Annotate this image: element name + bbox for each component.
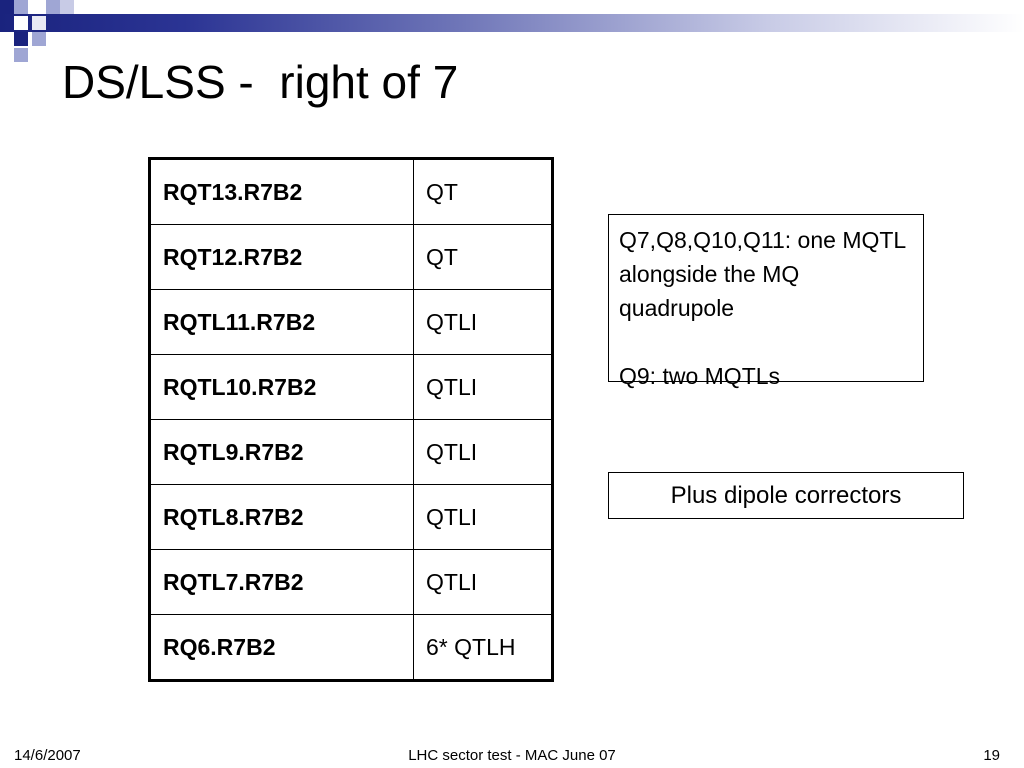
header-square	[14, 0, 28, 14]
table-row: RQT12.R7B2 QT	[149, 224, 553, 290]
header-square	[14, 48, 28, 62]
magnet-table: RQT13.R7B2 QT RQT12.R7B2 QT RQTL11.R7B2 …	[148, 157, 554, 682]
table-row: RQT13.R7B2 QT	[149, 158, 553, 225]
table-row: RQTL11.R7B2 QTLI	[149, 289, 553, 355]
table-row: RQTL8.R7B2 QTLI	[149, 484, 553, 550]
magnet-name: RQTL7.R7B2	[149, 549, 414, 615]
magnet-type: QTLI	[413, 419, 553, 485]
header-square	[0, 0, 14, 14]
slide-title: DS/LSS - right of 7	[62, 56, 459, 108]
table-row: RQTL9.R7B2 QTLI	[149, 419, 553, 485]
slide-number: 19	[983, 747, 1000, 764]
header-gradient-bar	[0, 14, 1024, 32]
note-line: Q9: two MQTLs	[619, 363, 781, 389]
header-square	[32, 32, 46, 46]
magnet-name: RQTL9.R7B2	[149, 419, 414, 485]
magnet-type: QT	[413, 224, 553, 290]
note-line: Q7,Q8,Q10,Q11: one MQTL alongside the MQ…	[619, 227, 906, 321]
magnet-name: RQT13.R7B2	[149, 158, 414, 225]
header-square	[46, 0, 60, 14]
magnet-type: QTLI	[413, 289, 553, 355]
table-row: RQTL7.R7B2 QTLI	[149, 549, 553, 615]
footer-date: 14/6/2007	[14, 747, 81, 764]
table-row: RQTL10.R7B2 QTLI	[149, 354, 553, 420]
footer-title: LHC sector test - MAC June 07	[408, 747, 616, 764]
magnet-name: RQTL8.R7B2	[149, 484, 414, 550]
magnet-type: QTLI	[413, 549, 553, 615]
magnet-type: QT	[413, 158, 553, 225]
header-square	[14, 32, 28, 46]
header-square	[60, 0, 74, 14]
magnet-type: QTLI	[413, 484, 553, 550]
magnet-name: RQTL10.R7B2	[149, 354, 414, 420]
mqtl-note-box: Q7,Q8,Q10,Q11: one MQTL alongside the MQ…	[608, 214, 924, 389]
magnet-name: RQ6.R7B2	[149, 614, 414, 681]
table-row: RQ6.R7B2 6* QTLH	[149, 614, 553, 681]
header-square	[32, 16, 46, 30]
magnet-name: RQT12.R7B2	[149, 224, 414, 290]
dipole-correctors-box: Plus dipole correctors	[608, 472, 964, 519]
magnet-type: QTLI	[413, 354, 553, 420]
header-square	[14, 16, 28, 30]
magnet-name: RQTL11.R7B2	[149, 289, 414, 355]
magnet-type: 6* QTLH	[413, 614, 553, 681]
